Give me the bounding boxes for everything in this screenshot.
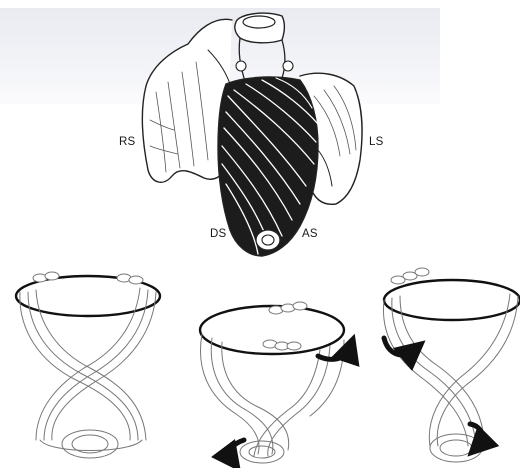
rotation-arrow-base-right bbox=[384, 338, 414, 355]
label-as: AS bbox=[302, 228, 318, 240]
heart-illustration bbox=[142, 13, 362, 256]
label-ls: LS bbox=[369, 136, 383, 148]
basal-ring-right bbox=[384, 280, 520, 320]
label-rs: RS bbox=[119, 136, 135, 148]
rotation-arrow-base-middle bbox=[318, 348, 350, 359]
aorta-vessel bbox=[235, 13, 293, 78]
label-ds: DS bbox=[210, 228, 226, 240]
helix-cone-middle bbox=[200, 302, 350, 463]
band-ends-middle bbox=[263, 302, 307, 350]
helix-cone-left bbox=[16, 272, 160, 458]
helix-cone-right bbox=[383, 268, 520, 462]
band-ends-left bbox=[33, 272, 143, 284]
